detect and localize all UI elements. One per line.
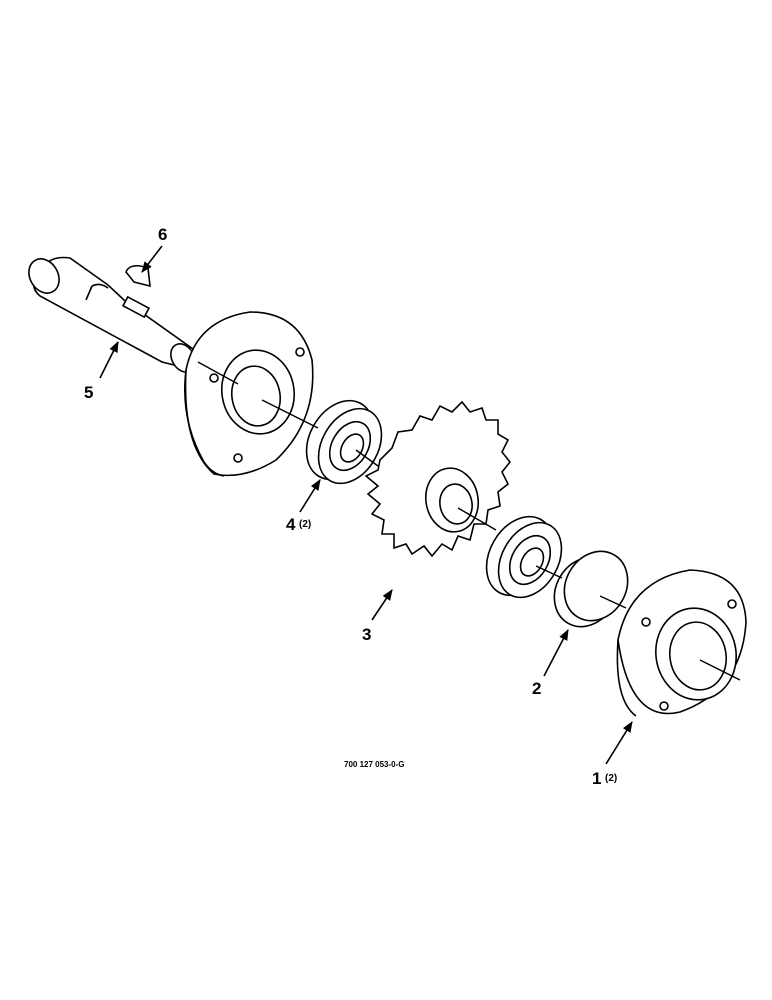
callout-1-qty: (2) xyxy=(605,773,617,784)
leader-2 xyxy=(543,629,569,677)
callout-1: 1 xyxy=(592,769,601,788)
callout-6: 6 xyxy=(158,225,167,244)
leader-3 xyxy=(371,589,393,621)
assembly-axis xyxy=(197,361,741,681)
callout-3: 3 xyxy=(362,625,371,644)
callout-2: 2 xyxy=(532,679,541,698)
ball-bearing-lower xyxy=(485,515,563,599)
callout-4-qty: (2) xyxy=(299,519,311,530)
callout-5: 5 xyxy=(84,383,93,402)
sprocket xyxy=(364,400,512,558)
woodruff-key xyxy=(125,264,151,288)
shaft xyxy=(28,256,202,373)
drawing-number: 700 127 053-0-G xyxy=(344,760,405,769)
leader-4 xyxy=(299,479,321,513)
flange-housing-left xyxy=(184,311,314,477)
ball-bearing-upper xyxy=(305,399,383,485)
leader-5 xyxy=(99,340,119,379)
callout-4: 4 xyxy=(286,515,296,534)
spacer-disc xyxy=(553,550,629,628)
leader-1 xyxy=(605,721,633,765)
flange-housing-right xyxy=(616,569,747,717)
leader-6 xyxy=(141,245,163,273)
